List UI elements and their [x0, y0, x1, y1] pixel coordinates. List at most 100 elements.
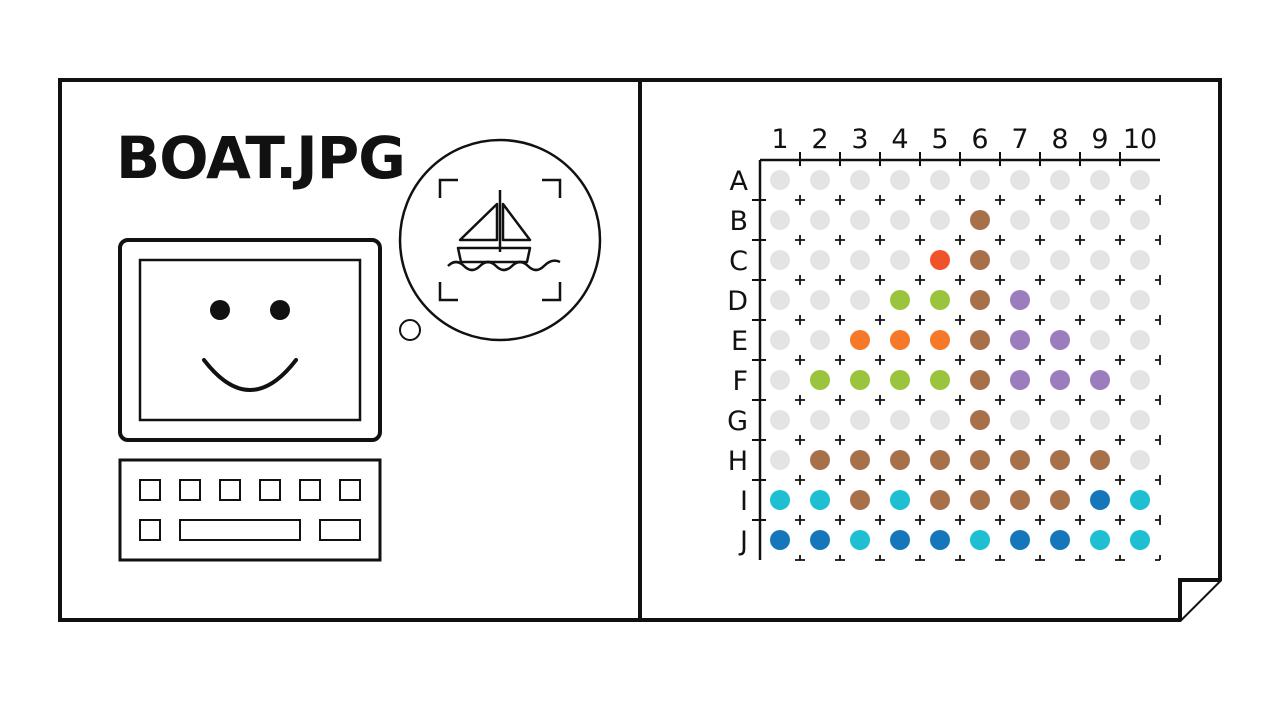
grid-crosshair [955, 515, 965, 525]
pixel-dot [770, 290, 790, 310]
pixel-dot [1090, 370, 1110, 390]
grid-crosshair [1155, 395, 1161, 405]
grid-crosshair [915, 555, 925, 561]
grid-crosshair [1035, 275, 1045, 285]
pixel-dot [970, 250, 990, 270]
grid-crosshair [955, 475, 965, 485]
row-label: F [732, 366, 748, 397]
pixel-dot [1010, 530, 1030, 550]
column-label: 3 [851, 124, 868, 155]
column-label: 7 [1011, 124, 1028, 155]
pixel-dot [1050, 370, 1070, 390]
grid-crosshair [915, 315, 925, 325]
grid-crosshair [835, 195, 845, 205]
grid-crosshair [835, 275, 845, 285]
pixel-dot [1010, 170, 1030, 190]
pixel-dot [850, 330, 870, 350]
pixel-dot [970, 170, 990, 190]
grid-crosshair [875, 315, 885, 325]
pixel-dot [1010, 290, 1030, 310]
pixel-dot [1050, 490, 1070, 510]
pixel-dot [930, 490, 950, 510]
pixel-dot [890, 210, 910, 230]
pixel-dot [1010, 210, 1030, 230]
pixel-dot [810, 490, 830, 510]
pixel-dot [1050, 170, 1070, 190]
pixel-dot [1010, 370, 1030, 390]
pixel-dot [850, 450, 870, 470]
pixel-dot [850, 370, 870, 390]
pixel-dot [1010, 410, 1030, 430]
grid-crosshair [915, 515, 925, 525]
pixel-dot [970, 210, 990, 230]
pixel-dot [930, 370, 950, 390]
pixel-dot [770, 490, 790, 510]
row-label: I [740, 486, 748, 517]
grid-crosshair [1035, 195, 1045, 205]
grid-crosshair [995, 515, 1005, 525]
grid-crosshair [875, 475, 885, 485]
pixel-dot [970, 370, 990, 390]
pixel-dot [850, 530, 870, 550]
grid-crosshair [795, 235, 805, 245]
grid-crosshair [955, 435, 965, 445]
grid-crosshair [1035, 315, 1045, 325]
keyboard-key [139, 519, 161, 541]
pixel-dot [1010, 490, 1030, 510]
grid-crosshair [1155, 435, 1161, 445]
grid-crosshair [795, 315, 805, 325]
grid-crosshair [915, 435, 925, 445]
pixel-dot [810, 410, 830, 430]
keyboard-icon [118, 458, 382, 562]
pixel-dot [890, 490, 910, 510]
pixel-dot [970, 450, 990, 470]
pixel-dot [1050, 330, 1070, 350]
sailboat-icon [447, 190, 561, 272]
pixel-dot [1090, 450, 1110, 470]
grid-crosshair [835, 475, 845, 485]
grid-crosshair [1115, 475, 1125, 485]
row-label: C [729, 246, 748, 277]
grid-crosshair [1155, 475, 1161, 485]
keyboard-key [339, 479, 361, 501]
grid-crosshair [1115, 315, 1125, 325]
pixel-dot [770, 250, 790, 270]
grid-crosshair [1035, 355, 1045, 365]
grid-crosshair [955, 555, 965, 561]
grid-crosshair [1035, 515, 1045, 525]
grid-crosshair [915, 195, 925, 205]
grid-crosshair [995, 355, 1005, 365]
keyboard-body [118, 458, 382, 562]
pixel-dot [970, 290, 990, 310]
grid-crosshair [915, 275, 925, 285]
grid-crosshair [795, 275, 805, 285]
pixel-dot [810, 530, 830, 550]
pixel-dot [930, 330, 950, 350]
pixel-dot [970, 330, 990, 350]
pixel-dot [930, 410, 950, 430]
pixel-dot [770, 450, 790, 470]
pixel-dot [850, 210, 870, 230]
pixel-dot [970, 530, 990, 550]
grid-crosshair [955, 195, 965, 205]
pixel-dot [1090, 210, 1110, 230]
pixel-dot [890, 250, 910, 270]
pixel-dot [890, 170, 910, 190]
row-label: J [738, 526, 748, 557]
pixel-dot [1130, 490, 1150, 510]
pixel-dot [890, 290, 910, 310]
pixel-dot [850, 490, 870, 510]
grid-crosshair [995, 315, 1005, 325]
keyboard-key [259, 479, 281, 501]
pixel-dot [1050, 530, 1070, 550]
grid-crosshair [875, 275, 885, 285]
pixel-dot [770, 410, 790, 430]
grid-crosshair [875, 355, 885, 365]
pixel-dot [850, 250, 870, 270]
pixel-dot [1090, 290, 1110, 310]
grid-crosshair [795, 435, 805, 445]
grid-crosshair [995, 235, 1005, 245]
